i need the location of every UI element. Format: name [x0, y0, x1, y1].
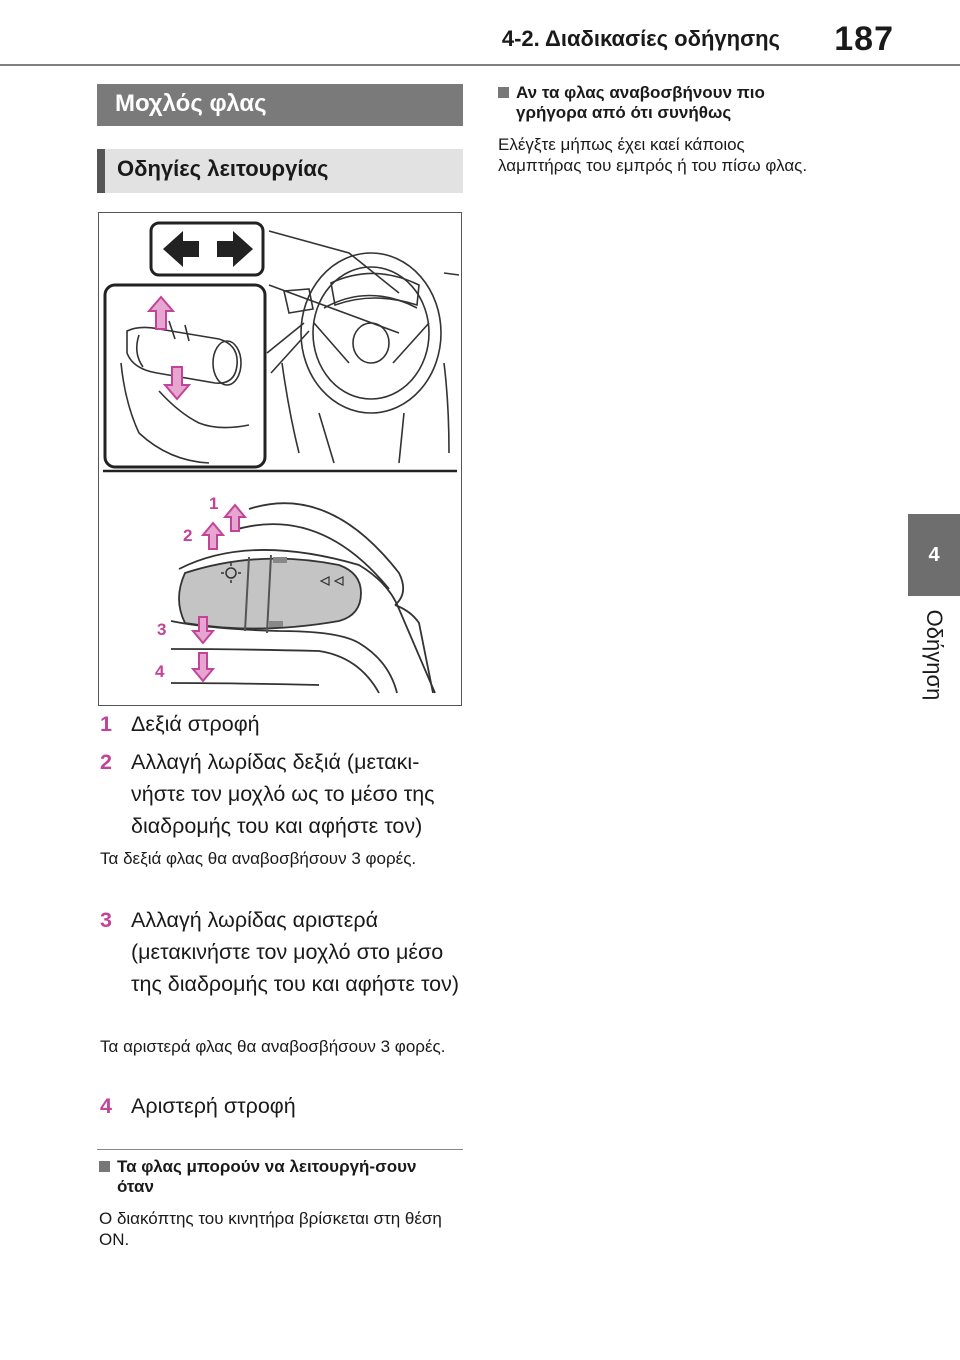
header-divider	[0, 64, 960, 66]
callout-1: 1	[209, 494, 218, 513]
section-title: 4-2. Διαδικασίες οδήγησης	[501, 26, 780, 51]
callout-3: 3	[157, 620, 166, 639]
main-title: Μοχλός φλας	[115, 90, 267, 117]
chapter-tab[interactable]: 4	[908, 514, 960, 596]
block-heading: Αν τα φλας αναβοσβήνουν πιο γρήγορα από …	[516, 83, 765, 122]
item-text: Αλλαγή λωρίδας δεξιά (μετακι-νήστε τον μ…	[131, 750, 435, 838]
bullet-square-icon	[498, 87, 509, 98]
illustration-svg: 1 2 3 4	[103, 221, 460, 694]
main-title-bar: Μοχλός φλας	[97, 84, 463, 126]
item-number: 1	[100, 712, 112, 736]
callout-4: 4	[155, 662, 165, 681]
block-text: Ο διακόπτης του κινητήρα βρίσκεται στη θ…	[99, 1209, 442, 1249]
item-number: 2	[100, 750, 112, 774]
item-number: 3	[100, 908, 112, 932]
turn-signal-illustration: 1 2 3 4	[98, 212, 462, 706]
item-text: Αλλαγή λωρίδας αριστερά (μετακινήστε τον…	[131, 908, 460, 996]
subtitle-bar: Οδηγίες λειτουργίας	[97, 149, 463, 193]
item-number: 4	[100, 1094, 112, 1118]
chapter-number: 4	[928, 543, 940, 566]
subtitle: Οδηγίες λειτουργίας	[117, 156, 329, 181]
callout-2: 2	[183, 526, 192, 545]
block-heading: Τα φλας μπορούν να λειτουργή-σουν όταν	[117, 1157, 417, 1196]
chapter-label: Οδήγηση	[922, 609, 947, 701]
page-number: 187	[834, 20, 894, 58]
section-divider	[97, 1149, 463, 1150]
note-right-signal: Τα δεξιά φλας θα αναβοσβήσουν 3 φορές.	[100, 849, 417, 868]
block-text: Ελέγξτε μήπως έχει καεί κάποιος λαμπτήρα…	[498, 135, 808, 175]
item-text: Αριστερή στροφή	[131, 1094, 296, 1118]
bullet-square-icon	[99, 1161, 110, 1172]
item-text: Δεξιά στροφή	[131, 712, 260, 736]
note-left-signal: Τα αριστερά φλας θα αναβοσβήσουν 3 φορές…	[100, 1037, 446, 1056]
